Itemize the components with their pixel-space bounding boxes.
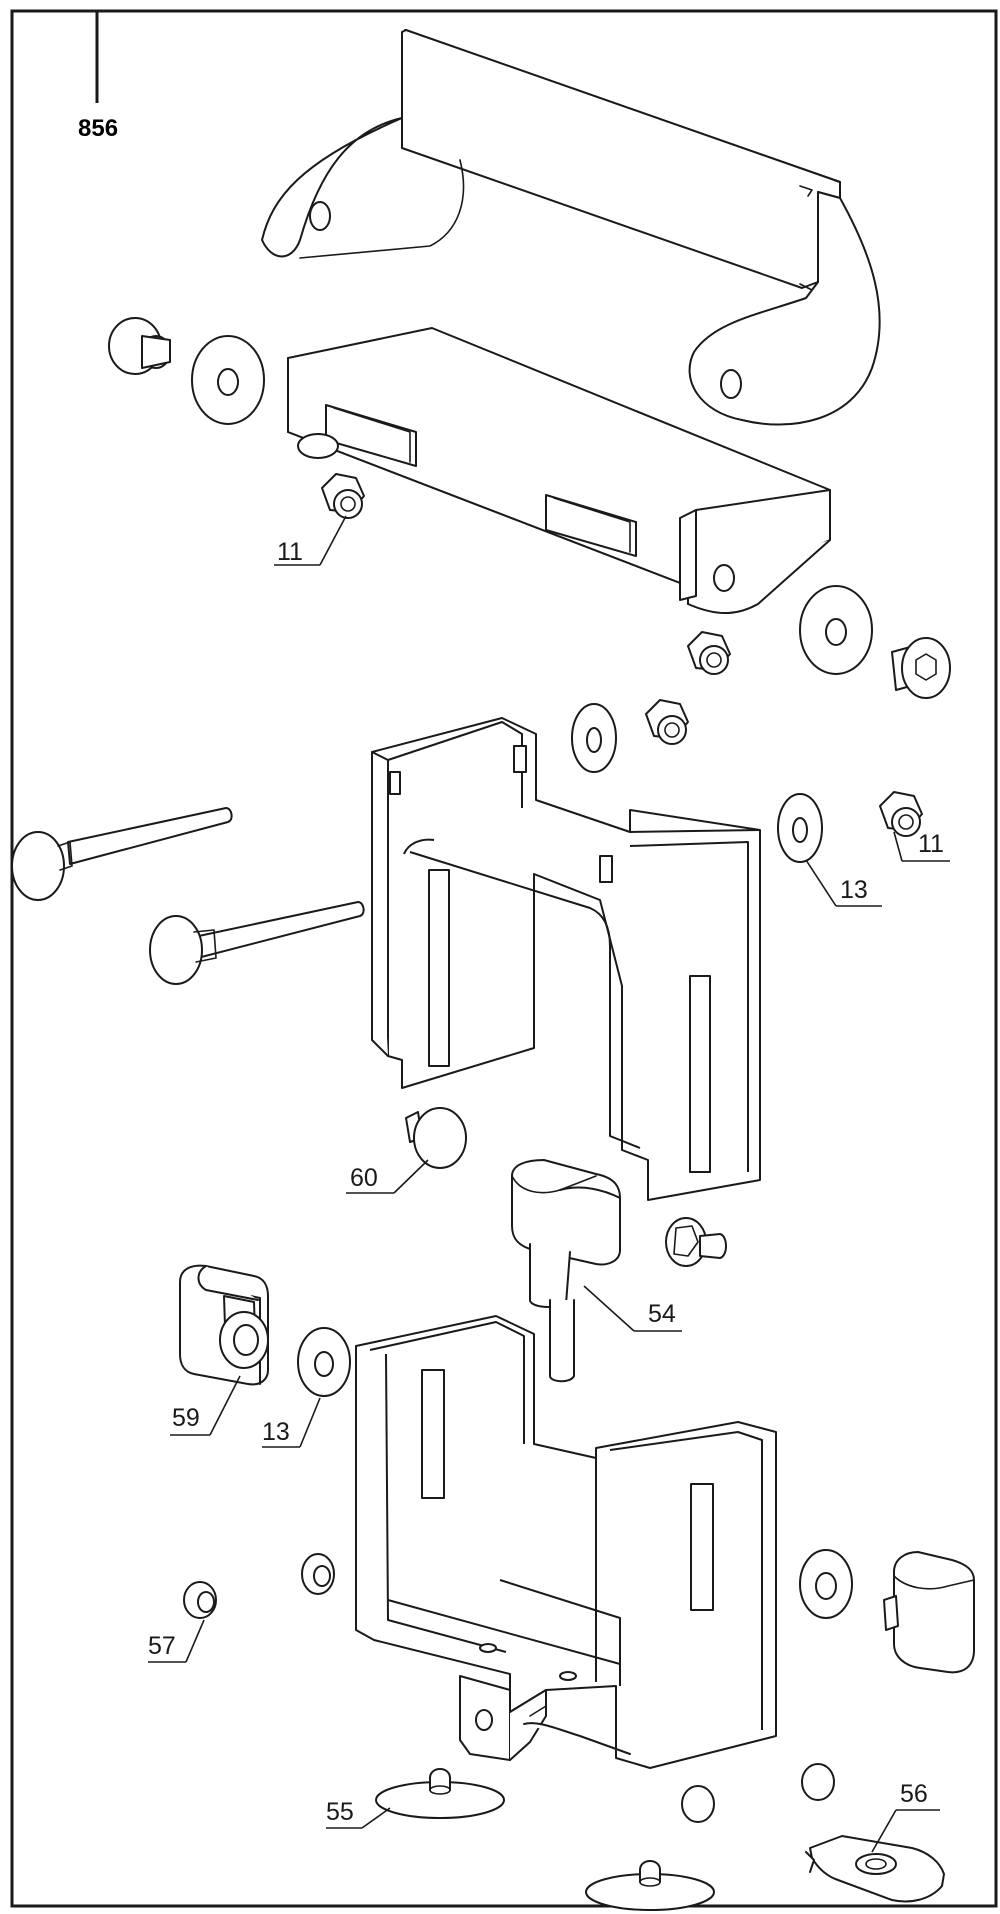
svg-text:54: 54 <box>648 1300 676 1328</box>
lower-hinge-channel <box>287 327 831 615</box>
callout-11-right: 11 <box>893 830 950 862</box>
lower-u-bracket <box>355 1315 777 1769</box>
washer-13-right <box>777 793 823 863</box>
callout-60: 60 <box>346 1159 429 1194</box>
lock-nut-11-right <box>879 791 923 837</box>
upper-hinge-bracket <box>261 29 881 426</box>
svg-text:56: 56 <box>900 1780 928 1808</box>
upper-u-bracket <box>371 717 761 1201</box>
svg-text:59: 59 <box>172 1404 200 1432</box>
small-disc-right <box>801 1763 835 1801</box>
carriage-bolt-upper <box>11 807 233 901</box>
callout-56: 56 <box>871 1780 940 1853</box>
callout-54: 54 <box>583 1285 682 1332</box>
small-disc-center <box>681 1785 715 1823</box>
callout-11-upper-left: 11 <box>274 515 347 566</box>
hex-socket-pin <box>891 637 951 699</box>
svg-text:60: 60 <box>350 1164 378 1192</box>
carriage-bolt-lower <box>149 901 365 985</box>
callout-59: 59 <box>170 1375 241 1436</box>
svg-text:57: 57 <box>148 1632 176 1660</box>
callout-55: 55 <box>326 1798 391 1829</box>
svg-text:55: 55 <box>326 1798 354 1826</box>
flanged-pin-upper-left <box>108 317 171 375</box>
washer-upper-left <box>191 335 265 425</box>
washer-upper-right <box>799 585 873 675</box>
foot-pad-55 <box>375 1768 505 1819</box>
svg-text:11: 11 <box>277 538 303 566</box>
adjustment-knob-54 <box>511 1159 621 1383</box>
assembly-number: 856 <box>78 115 118 142</box>
lock-nut-center <box>687 631 731 675</box>
page-frame <box>10 9 998 1908</box>
small-nut-57 <box>183 1581 217 1619</box>
knob-cap-lower-right <box>883 1551 975 1674</box>
washer-13-lower <box>297 1327 351 1397</box>
clamp-plate-56 <box>805 1835 945 1903</box>
callout-57: 57 <box>148 1619 205 1663</box>
washer-lower-right <box>799 1549 853 1619</box>
foot-pad-lower-center <box>585 1860 715 1911</box>
small-nut-lower <box>301 1553 335 1595</box>
guide-block-59 <box>179 1264 269 1386</box>
washer-mid-upper <box>571 703 617 773</box>
svg-text:11: 11 <box>918 830 944 858</box>
lock-nut-mid-upper <box>645 699 689 745</box>
lock-nut-upper-left <box>321 473 365 519</box>
cap-part-60 <box>405 1107 467 1169</box>
callout-13-right: 13 <box>805 859 882 907</box>
svg-text:13: 13 <box>840 876 868 904</box>
callout-13-lower: 13 <box>262 1397 321 1448</box>
svg-text:13: 13 <box>262 1418 290 1446</box>
flanged-stud <box>665 1217 727 1267</box>
